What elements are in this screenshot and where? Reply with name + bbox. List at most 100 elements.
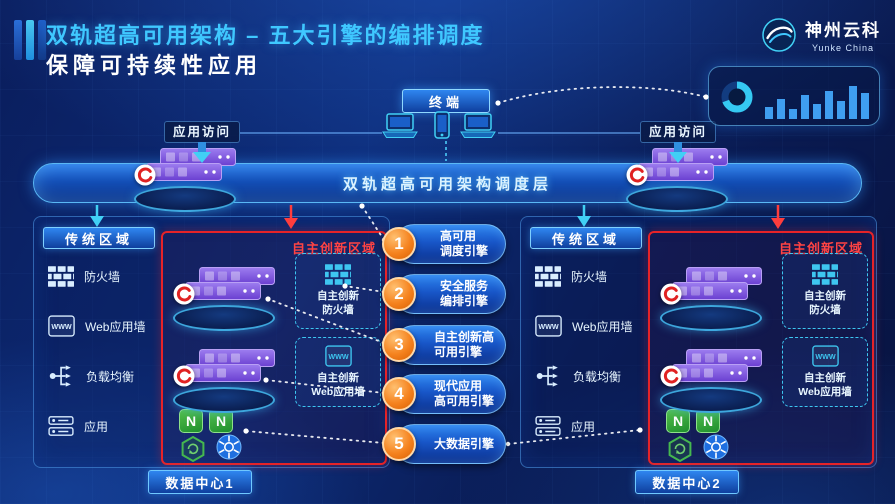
- kubernetes-helm-icon: [702, 433, 730, 461]
- traditional-item-label: 应用: [84, 419, 109, 434]
- innovation-firewall-box: 自主创新 防火墙: [295, 253, 381, 329]
- innovation-firewall-box: 自主创新 防火墙: [782, 253, 868, 329]
- platform-cylinder: [660, 387, 762, 413]
- platform-cylinder: [626, 186, 728, 212]
- load-balancer-icon: [48, 363, 76, 389]
- innovation-firewall-label: 自主创新 防火墙: [804, 290, 846, 316]
- firewall-icon: [812, 264, 838, 285]
- innovation-zone: 自主创新区域 自主创新 防火墙 自主创新 Web应用墙 N: [648, 231, 874, 465]
- web-app-wall-icon: [48, 315, 75, 337]
- application-icon: [535, 415, 561, 437]
- yunke-logo-icon: [660, 365, 682, 387]
- yunke-logo-icon: [173, 365, 195, 387]
- phone-icon: [434, 111, 450, 139]
- engine-number: 3: [382, 328, 416, 362]
- nginx-icon: N: [179, 409, 203, 433]
- traditional-item-label: 防火墙: [84, 269, 121, 284]
- firewall-icon: [48, 266, 74, 287]
- traditional-item-label: Web应用墙: [572, 319, 633, 334]
- engine-label: 大数据引擎: [433, 436, 494, 451]
- kubernetes-helm-icon: [215, 433, 243, 461]
- platform-cylinder: [660, 305, 762, 331]
- engine-item: 安全服务 编排引擎 2: [382, 274, 506, 314]
- title-accent-bars-icon: [14, 20, 46, 60]
- server-cluster: [656, 349, 766, 413]
- innovation-zone-header: 自主创新区域: [291, 241, 376, 256]
- traditional-item: 负载均衡: [48, 359, 168, 393]
- traditional-item: 应用: [48, 409, 168, 443]
- server-icon: [672, 364, 748, 382]
- traditional-item: Web应用墙: [535, 309, 655, 343]
- innovation-zone-header: 自主创新区域: [778, 241, 863, 256]
- traditional-item-label: 负载均衡: [573, 369, 622, 384]
- platform-cylinder: [134, 186, 236, 212]
- engine-item: 高可用 调度引擎 1: [382, 224, 506, 264]
- traditional-item-label: 负载均衡: [86, 369, 135, 384]
- traditional-zone-header: 传统区域: [43, 227, 155, 249]
- innovation-waf-box: 自主创新 Web应用墙: [782, 337, 868, 407]
- access-label-right: 应用访问: [640, 121, 716, 143]
- innovation-firewall-label: 自主创新 防火墙: [317, 290, 359, 316]
- yunke-logo-icon: [173, 283, 195, 305]
- gauge-donut-icon: [721, 81, 753, 113]
- engine-label: 现代应用 高可用引擎: [433, 379, 494, 408]
- server-cluster: [169, 267, 279, 331]
- datacenter2-panel: 传统区域 防火墙 Web应用墙 负载均衡 应用 自主创新区域: [520, 216, 877, 468]
- monitoring-dashboard: [708, 66, 880, 126]
- server-icon: [638, 163, 714, 181]
- application-icon: [48, 415, 74, 437]
- server-cluster: [656, 267, 766, 331]
- yunke-logo-icon: [660, 283, 682, 305]
- nginx-icon: N: [666, 409, 690, 433]
- server-icon: [672, 282, 748, 300]
- engine-item: 自主创新高 可用引擎 3: [382, 325, 506, 365]
- bar-chart-icon: [765, 86, 869, 119]
- server-icon: [185, 282, 261, 300]
- datacenter1-label: 数据中心1: [148, 470, 252, 494]
- platform-cylinder: [173, 305, 275, 331]
- server-icon: [146, 163, 222, 181]
- traditional-item: 防火墙: [48, 259, 168, 293]
- engine-label: 自主创新高 可用引擎: [433, 330, 494, 359]
- engine-label: 高可用 调度引擎: [439, 229, 488, 258]
- engine-label: 安全服务 编排引擎: [439, 279, 488, 308]
- yunke-logo-icon: [626, 164, 648, 186]
- terminal-label: 终端: [402, 89, 490, 113]
- nginx-icon: N: [209, 409, 233, 433]
- firewall-icon: [325, 264, 351, 285]
- traditional-item: 应用: [535, 409, 655, 443]
- traditional-item-label: 防火墙: [571, 269, 608, 284]
- load-balancer-icon: [535, 363, 563, 389]
- traditional-item: Web应用墙: [48, 309, 168, 343]
- innovation-waf-box: 自主创新 Web应用墙: [295, 337, 381, 407]
- innovation-waf-label: 自主创新 Web应用墙: [311, 371, 365, 398]
- engine-item: 大数据引擎 5: [382, 424, 506, 464]
- brand-name: 神州云科: [805, 21, 881, 40]
- engine-number: 1: [382, 227, 416, 261]
- traditional-item: 负载均衡: [535, 359, 655, 393]
- firewall-icon: [535, 266, 561, 287]
- laptop-icon: [380, 113, 420, 139]
- datacenter1-panel: 传统区域 防火墙 Web应用墙 负载均衡 应用 自主创新区域: [33, 216, 390, 468]
- brand-logo: 神州云科 Yunke China: [761, 16, 881, 53]
- traditional-zone-header: 传统区域: [530, 227, 642, 249]
- server-icon: [185, 364, 261, 382]
- scheduler-label: 双轨超高可用架构调度层: [342, 175, 552, 193]
- hexagon-platform-icon: [179, 435, 207, 463]
- page-title: 双轨超高可用架构 – 五大引擎的编排调度: [46, 23, 485, 48]
- server-cluster: [622, 148, 732, 212]
- engine-number: 2: [382, 277, 416, 311]
- traditional-item-label: Web应用墙: [85, 319, 146, 334]
- platform-cylinder: [173, 387, 275, 413]
- engine-number: 4: [382, 377, 416, 411]
- yunke-logo-icon: [134, 164, 156, 186]
- innovation-zone: 自主创新区域 自主创新 防火墙 自主创新 Web应用墙 N: [161, 231, 387, 465]
- innovation-waf-label: 自主创新 Web应用墙: [798, 371, 852, 398]
- engine-list: 高可用 调度引擎 1 安全服务 编排引擎 2 自主创新高 可用引擎 3 现代应用…: [382, 224, 508, 470]
- laptop-icon: [458, 113, 498, 139]
- web-app-wall-icon: [325, 345, 352, 367]
- traditional-item: 防火墙: [535, 259, 655, 293]
- brand-subname: Yunke China: [811, 43, 875, 53]
- engine-number: 5: [382, 427, 416, 461]
